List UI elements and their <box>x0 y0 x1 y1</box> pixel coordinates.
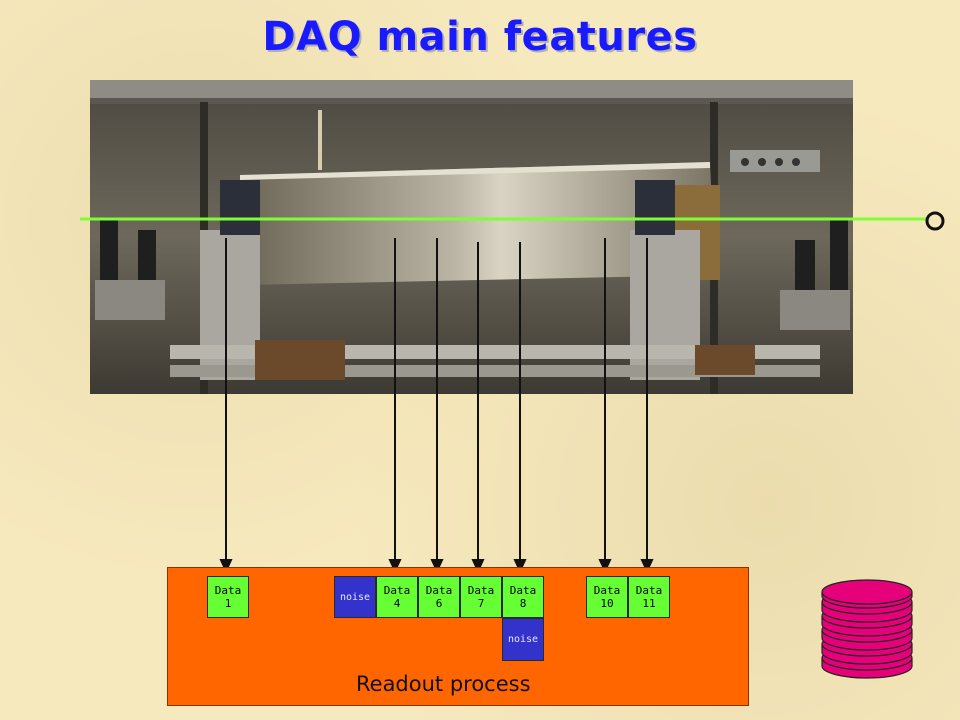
data-cell-6: Data 6 <box>418 576 460 618</box>
data-cell-1: Data 1 <box>207 576 249 618</box>
circle-marker-icon <box>925 211 945 231</box>
noise-cell: noise <box>334 576 376 618</box>
page-title: DAQ main features <box>262 14 698 60</box>
disk-stack-icon <box>820 578 914 680</box>
data-cell-8: Data 8 <box>502 576 544 618</box>
readout-process-label: Readout process <box>356 672 531 696</box>
photo-illustration <box>90 80 853 394</box>
data-cell-10: Data 10 <box>586 576 628 618</box>
data-cell-4: Data 4 <box>376 576 418 618</box>
signal-arrows <box>219 238 654 574</box>
readout-process-panel: Data 1 noise Data 4 Data 6 Data 7 Data 8… <box>167 567 749 706</box>
noise-cell-lower: noise <box>502 618 544 661</box>
detector-photo <box>90 80 853 394</box>
data-cell-11: Data 11 <box>628 576 670 618</box>
data-cell-7: Data 7 <box>460 576 502 618</box>
